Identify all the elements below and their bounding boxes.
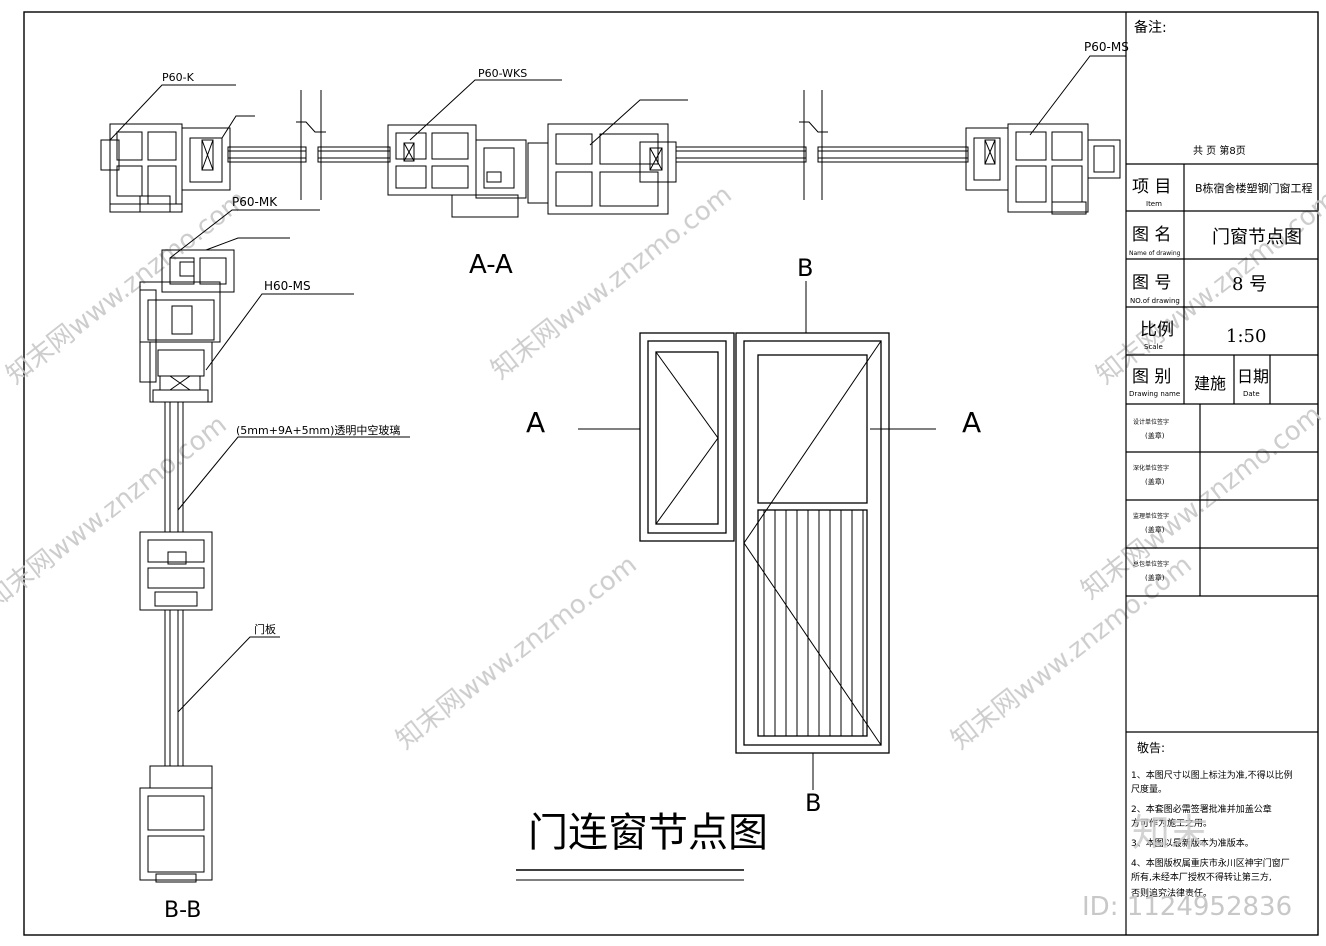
window-sash bbox=[647, 340, 727, 534]
watermark-text: 知末网www.znzmo.com bbox=[0, 410, 233, 616]
page-info: 共 页 第8页 bbox=[1193, 144, 1246, 157]
notice-line: 尺度量。 bbox=[1131, 783, 1167, 795]
window-outer-frame bbox=[639, 332, 735, 542]
date-label: 日期 bbox=[1237, 367, 1269, 386]
category-value: 建施 bbox=[1194, 374, 1226, 393]
project-label-en: Item bbox=[1146, 200, 1162, 208]
callout-glass: (5mm+9A+5mm)透明中空玻璃 bbox=[236, 423, 400, 437]
section-b-b-labels: P60-MK H60-MS (5mm+9A+5mm)透明中空玻璃 门板 B-B bbox=[164, 195, 400, 923]
callout-h60-ms: H60-MS bbox=[264, 279, 311, 293]
section-a-a bbox=[100, 55, 1126, 218]
callout-p60-k: P60-K bbox=[162, 71, 195, 84]
section-label-b-b: B-B bbox=[164, 898, 201, 923]
sign-row-4-line1: 总包单位签字 bbox=[1133, 560, 1169, 568]
sign-row-1-line1: 设计单位签字 bbox=[1133, 418, 1169, 426]
notice-line: 所有,未经本厂授权不得转让第三方, bbox=[1131, 871, 1272, 883]
sign-row-2-line1: 深化单位签字 bbox=[1133, 464, 1169, 472]
scale-label-en: Scale bbox=[1144, 343, 1163, 351]
elevation-door-window bbox=[578, 281, 936, 790]
sign-row-1-line2: (盖章) bbox=[1145, 431, 1165, 440]
title-block: 备注: 共 页 第8页 项 目 Item B栋宿舍楼塑钢门窗工程 图 名 Nam… bbox=[1129, 19, 1313, 899]
project-value: B栋宿舍楼塑钢门窗工程 bbox=[1195, 181, 1313, 195]
watermark-text: 知末网www.znzmo.com bbox=[1, 185, 253, 391]
drawing-no-label-en: NO.of drawing bbox=[1130, 297, 1180, 305]
section-b-b bbox=[139, 209, 410, 883]
callout-p60-mk: P60-MK bbox=[232, 195, 278, 209]
sign-row-4-line2: (盖章) bbox=[1145, 573, 1165, 582]
callout-p60-wks: P60-WKS bbox=[478, 67, 527, 80]
sign-row-3-line2: (盖章) bbox=[1145, 525, 1165, 534]
sign-row-2-line2: (盖章) bbox=[1145, 477, 1165, 486]
watermark-id: ID: 1124952836 bbox=[1082, 892, 1292, 922]
watermark-text: 知末网www.znzmo.com bbox=[1076, 400, 1326, 606]
watermark-logo: 知末 bbox=[1132, 811, 1208, 855]
callout-p60-ms: P60-MS bbox=[1084, 40, 1129, 54]
door-panel-stripes bbox=[757, 509, 868, 737]
watermark-text: 知末网www.znzmo.com bbox=[391, 550, 643, 756]
elevation-labels: B B A A bbox=[526, 254, 981, 817]
section-a-a-labels: P60-K P60-WKS P60-MS A-A bbox=[162, 40, 1129, 280]
section-mark-b-top: B bbox=[797, 254, 813, 282]
watermark-text: 知末网www.znzmo.com bbox=[486, 180, 738, 386]
notice-line: 方可作为施工之用。 bbox=[1131, 817, 1212, 829]
drawing-name-label-en: Name of drawing bbox=[1129, 250, 1181, 257]
drawing-no-value: 8 号 bbox=[1232, 274, 1267, 295]
section-mark-a-left: A bbox=[526, 406, 545, 439]
notice-line: 3、本图以最新版本为准版本。 bbox=[1131, 837, 1254, 849]
section-mark-b-bottom: B bbox=[805, 789, 821, 817]
scale-value: 1:50 bbox=[1226, 326, 1266, 347]
notice-title: 敬告: bbox=[1137, 741, 1165, 755]
notice-line: 否则追究法律责任。 bbox=[1131, 887, 1212, 899]
section-label-a-a: A-A bbox=[469, 250, 513, 280]
drawing-name-value: 门窗节点图 bbox=[1212, 227, 1302, 248]
notice-line: 1、本图尺寸以图上标注为准,不得以比例 bbox=[1131, 769, 1293, 781]
drawing-no-label: 图 号 bbox=[1132, 273, 1171, 293]
notice-line: 2、本套图必需签署批准并加盖公章 bbox=[1131, 803, 1272, 815]
drawing-title: 门连窗节点图 bbox=[528, 810, 768, 856]
section-mark-a-right: A bbox=[962, 406, 981, 439]
watermark-layer: 知末网www.znzmo.com 知末网www.znzmo.com 知末网www… bbox=[0, 180, 1326, 756]
drawing-name-label: 图 名 bbox=[1132, 225, 1171, 245]
remarks-label: 备注: bbox=[1134, 19, 1167, 36]
title-block-grid bbox=[1125, 12, 1318, 935]
category-label-en: Drawing name bbox=[1129, 390, 1180, 398]
category-label: 图 别 bbox=[1132, 367, 1171, 387]
callout-door-panel: 门板 bbox=[254, 622, 276, 636]
sign-row-3-line1: 监理单位签字 bbox=[1133, 512, 1169, 520]
notice-line: 4、本图版权属重庆市永川区神宇门窗厂 bbox=[1131, 857, 1290, 869]
project-label: 项 目 bbox=[1132, 177, 1171, 197]
scale-label: 比例 bbox=[1140, 320, 1174, 340]
date-label-en: Date bbox=[1243, 390, 1260, 398]
sheet-border bbox=[23, 11, 1319, 936]
